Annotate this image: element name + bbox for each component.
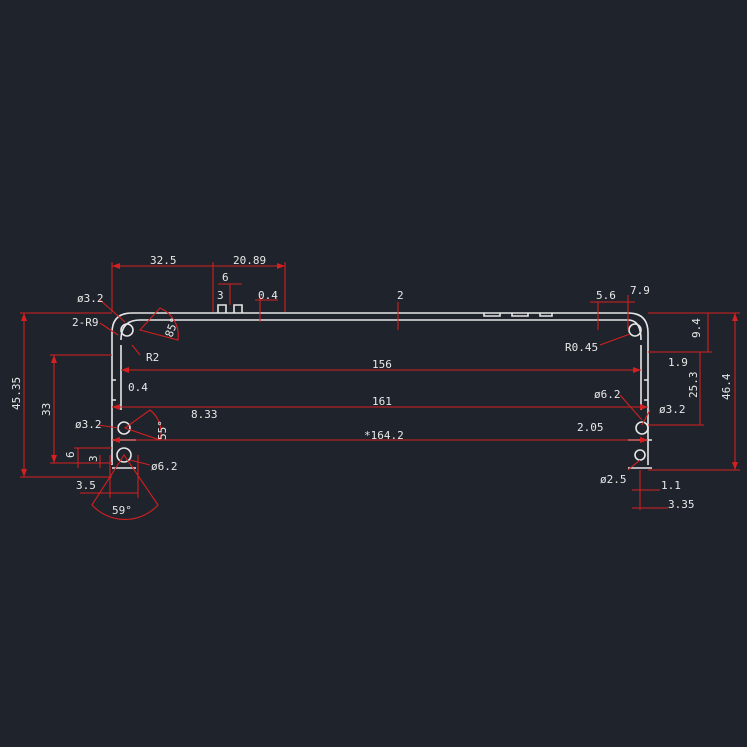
dim-r2: R2 xyxy=(146,351,159,364)
dim-32-5: 32.5 xyxy=(150,254,177,267)
arrowheads xyxy=(21,263,738,477)
dim-55deg: 55° xyxy=(156,420,169,440)
dim-1-1: 1.1 xyxy=(661,479,681,492)
dimension-lines xyxy=(20,262,740,520)
dim-25-3: 25.3 xyxy=(687,372,700,399)
dim-59deg: 59° xyxy=(112,504,132,517)
dim-2-top: 2 xyxy=(397,289,404,302)
dim-164-2: *164.2 xyxy=(364,429,404,442)
dimension-labels: 32.5 20.89 6 3 0.4 2 5.6 7.9 ø3.2 2-R9 8… xyxy=(10,254,733,517)
dim-161: 161 xyxy=(372,395,392,408)
dim-r0-45: R0.45 xyxy=(565,341,598,354)
dim-dia-2-5: ø2.5 xyxy=(600,473,627,486)
dim-dia-6-2-right: ø6.2 xyxy=(594,388,621,401)
dim-20-89: 20.89 xyxy=(233,254,266,267)
dim-0-4-left: 0.4 xyxy=(128,381,148,394)
profile-outline xyxy=(111,304,652,469)
dim-dia-3-2-left: ø3.2 xyxy=(75,418,102,431)
dim-2-r9: 2-R9 xyxy=(72,316,99,329)
dim-0-4-top: 0.4 xyxy=(258,289,278,302)
dim-3-top: 3 xyxy=(217,289,224,302)
dim-85deg: 85° xyxy=(163,316,182,339)
dim-7-9: 7.9 xyxy=(630,284,650,297)
dim-dia-3-2-top-left: ø3.2 xyxy=(77,292,104,305)
dim-2-05: 2.05 xyxy=(577,421,604,434)
dim-9-4: 9.4 xyxy=(690,318,703,338)
dim-3-35: 3.35 xyxy=(668,498,695,511)
dim-3-5: 3.5 xyxy=(76,479,96,492)
dim-46-4: 46.4 xyxy=(720,373,733,400)
dim-dia-3-2-right: ø3.2 xyxy=(659,403,686,416)
dim-156: 156 xyxy=(372,358,392,371)
dim-33: 33 xyxy=(40,403,53,416)
dim-3-left: 3 xyxy=(87,455,100,462)
dim-45-35: 45.35 xyxy=(10,377,23,410)
dim-dia-6-2-left: ø6.2 xyxy=(151,460,178,473)
dim-5-6: 5.6 xyxy=(596,289,616,302)
dim-8-33: 8.33 xyxy=(191,408,218,421)
dim-1-9: 1.9 xyxy=(668,356,688,369)
dim-6-left: 6 xyxy=(64,451,77,458)
dim-6-top: 6 xyxy=(222,271,229,284)
